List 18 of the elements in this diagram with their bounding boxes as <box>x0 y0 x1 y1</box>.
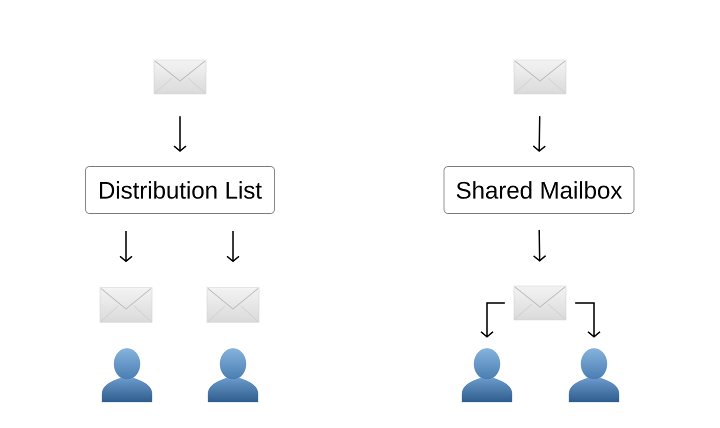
envelope-icon <box>100 287 152 323</box>
envelope-icon <box>206 287 260 323</box>
person-icon <box>568 348 620 402</box>
person-icon <box>462 348 512 402</box>
process-box: Shared Mailbox <box>444 166 634 214</box>
arrow <box>226 230 240 262</box>
envelope-icon <box>514 286 566 320</box>
process-box: Distribution List <box>85 166 275 214</box>
envelope-icon <box>154 60 206 94</box>
arrow <box>533 230 546 262</box>
arrow <box>120 230 132 262</box>
person-icon <box>102 348 152 402</box>
person-icon <box>208 348 258 402</box>
envelope-icon <box>514 60 566 94</box>
arrow <box>532 116 546 152</box>
arrow <box>174 116 186 152</box>
arrow <box>575 302 600 338</box>
arrow <box>480 302 505 338</box>
